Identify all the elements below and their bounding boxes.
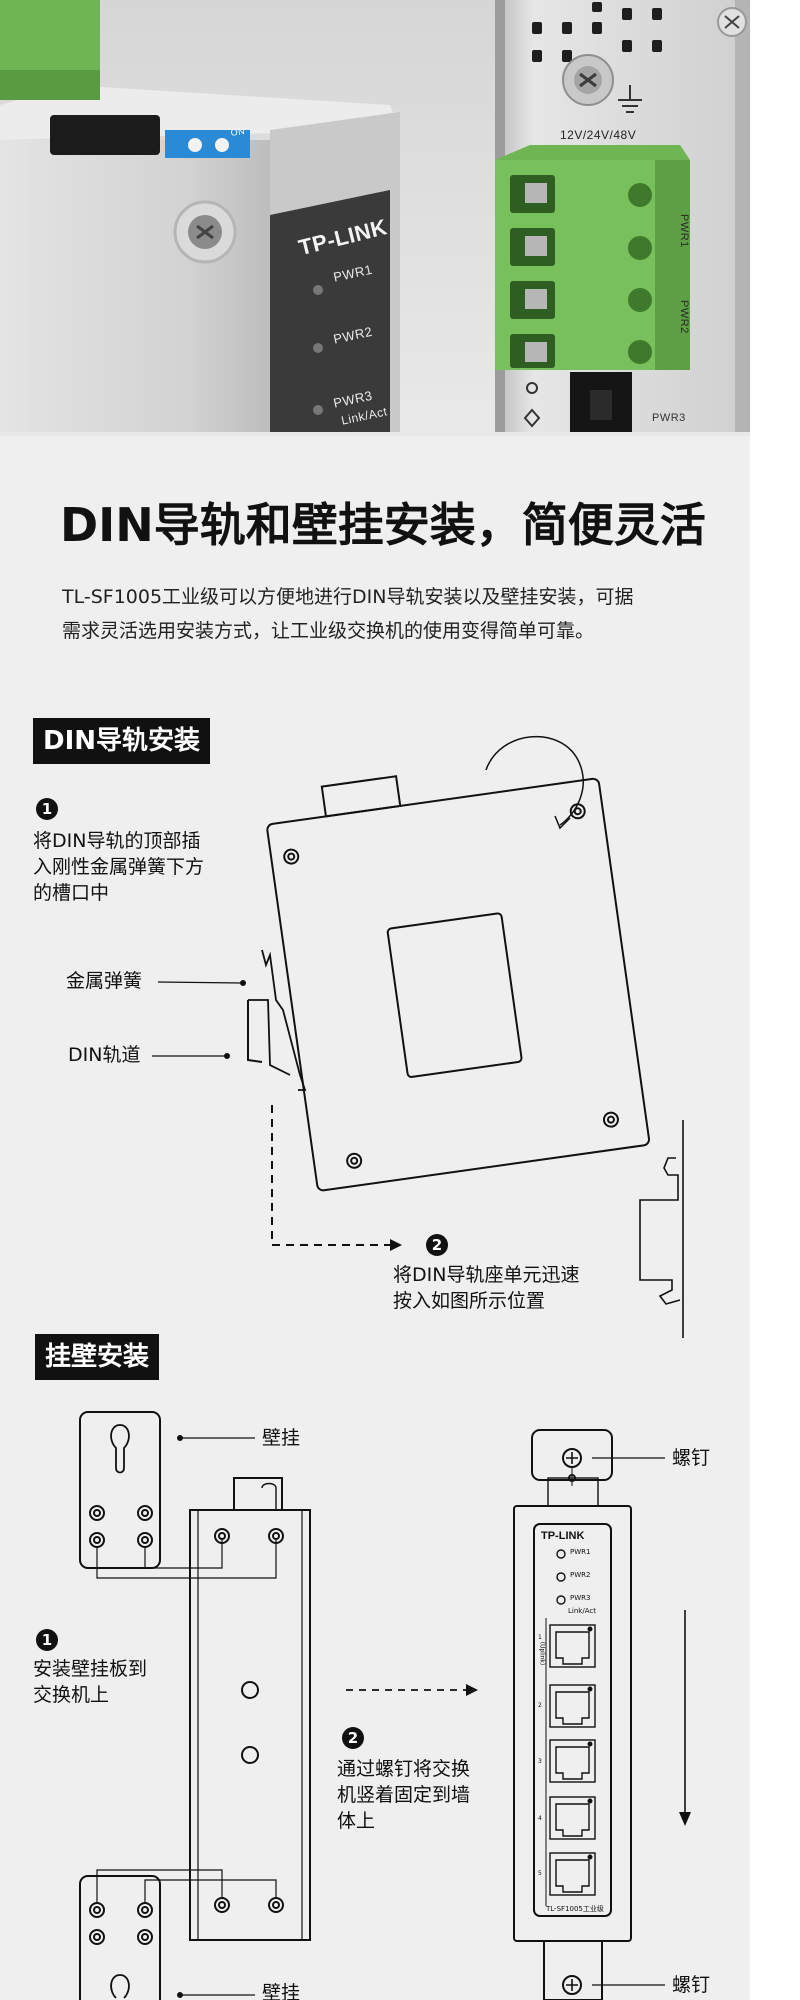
wall-device-brand: TP-LINK [541, 1530, 585, 1542]
din-step-2-badge: 2 [426, 1234, 448, 1256]
din-install-tag: DIN导轨安装 [33, 718, 211, 764]
wall-step-1-text: 安装壁挂板到 交换机上 [33, 1656, 147, 1708]
din-step-1-line-3: 的槽口中 [33, 882, 110, 904]
intro-line-1: TL-SF1005工业级可以方便地进行DIN导轨安装以及壁挂安装，可据 [62, 586, 634, 608]
din-step-1-line-2: 入刚性金属弹簧下方 [33, 856, 205, 878]
wall-screw-label-bottom: 螺钉 [672, 1974, 711, 1996]
product-photo: TP-LINK PWR1 PWR2 PWR3 Link/Act ON 12V/2… [0, 0, 750, 436]
wall-device-port-1-suffix: (Uplink) [538, 1641, 546, 1666]
din-step-1-line-1: 将DIN导轨的顶部插 [33, 830, 201, 852]
wall-bracket-label-bottom: 壁挂 [262, 1982, 301, 2000]
wall-install-tag: 挂壁安装 [35, 1334, 160, 1380]
wall-device-led-pwr3: PWR3 [570, 1594, 591, 1602]
wall-device-port-1-number: 1 [538, 1634, 542, 1641]
wall-device-port-2-number: 2 [538, 1702, 542, 1709]
wall-step-1-line-1: 安装壁挂板到 [33, 1658, 148, 1680]
din-step-1-text: 将DIN导轨的顶部插 入刚性金属弹簧下方 的槽口中 [33, 828, 204, 906]
wall-device-link-label: Link/Act [568, 1607, 596, 1615]
section-title: DIN导轨和壁挂安装，简便灵活 [60, 498, 706, 552]
wall-screw-label: 螺钉 [672, 1447, 711, 1469]
installation-diagram [79, 735, 691, 2000]
din-spring-label: 金属弹簧 [66, 970, 143, 992]
wall-step-2-line-2: 机竖着固定到墙 [337, 1784, 471, 1806]
din-step-2-text: 将DIN导轨座单元迅速 按入如图所示位置 [393, 1262, 579, 1314]
hero-pwr3-label: PWR3 [652, 412, 686, 424]
wall-bracket-top [79, 1411, 161, 1569]
wall-bracket-bottom [79, 1875, 161, 2000]
wall-device-port-3-number: 3 [538, 1758, 542, 1765]
wall-step-2-text: 通过螺钉将交换 机竖着固定到墙 体上 [337, 1756, 470, 1834]
wall-switch-body [189, 1509, 311, 1941]
intro-line-2: 需求灵活选用安装方式，让工业级交换机的使用变得简单可靠。 [62, 620, 595, 642]
hero-voltage-label: 12V/24V/48V [560, 128, 637, 142]
product-photo-art [0, 0, 750, 436]
wall-device-led-pwr2: PWR2 [570, 1571, 591, 1579]
wall-step-1-badge: 1 [36, 1629, 58, 1651]
wall-bracket-label: 壁挂 [262, 1427, 301, 1449]
wall-step-2-line-1: 通过螺钉将交换 [337, 1758, 471, 1780]
wall-step-1-line-2: 交换机上 [33, 1684, 110, 1706]
content-area: TP-LINK PWR1 PWR2 PWR3 Link/Act ON 12V/2… [0, 0, 750, 2000]
din-step-2-line-2: 按入如图所示位置 [393, 1290, 546, 1312]
wall-step-2-badge: 2 [342, 1727, 364, 1749]
din-step-2-line-1: 将DIN导轨座单元迅速 [393, 1264, 580, 1286]
wall-device-port-5-number: 5 [538, 1870, 542, 1877]
din-rail-label: DIN轨道 [68, 1044, 141, 1066]
intro-paragraph: TL-SF1005工业级可以方便地进行DIN导轨安装以及壁挂安装，可据 需求灵活… [62, 580, 732, 648]
wall-step-2-line-3: 体上 [337, 1810, 376, 1832]
wall-device-led-pwr1: PWR1 [570, 1548, 591, 1556]
wall-device-model: TL-SF1005工业级 [546, 1905, 604, 1913]
din-step-1-badge: 1 [36, 798, 58, 820]
wall-device-port-4-number: 4 [538, 1815, 542, 1822]
din-switch-back-panel [266, 775, 651, 1192]
